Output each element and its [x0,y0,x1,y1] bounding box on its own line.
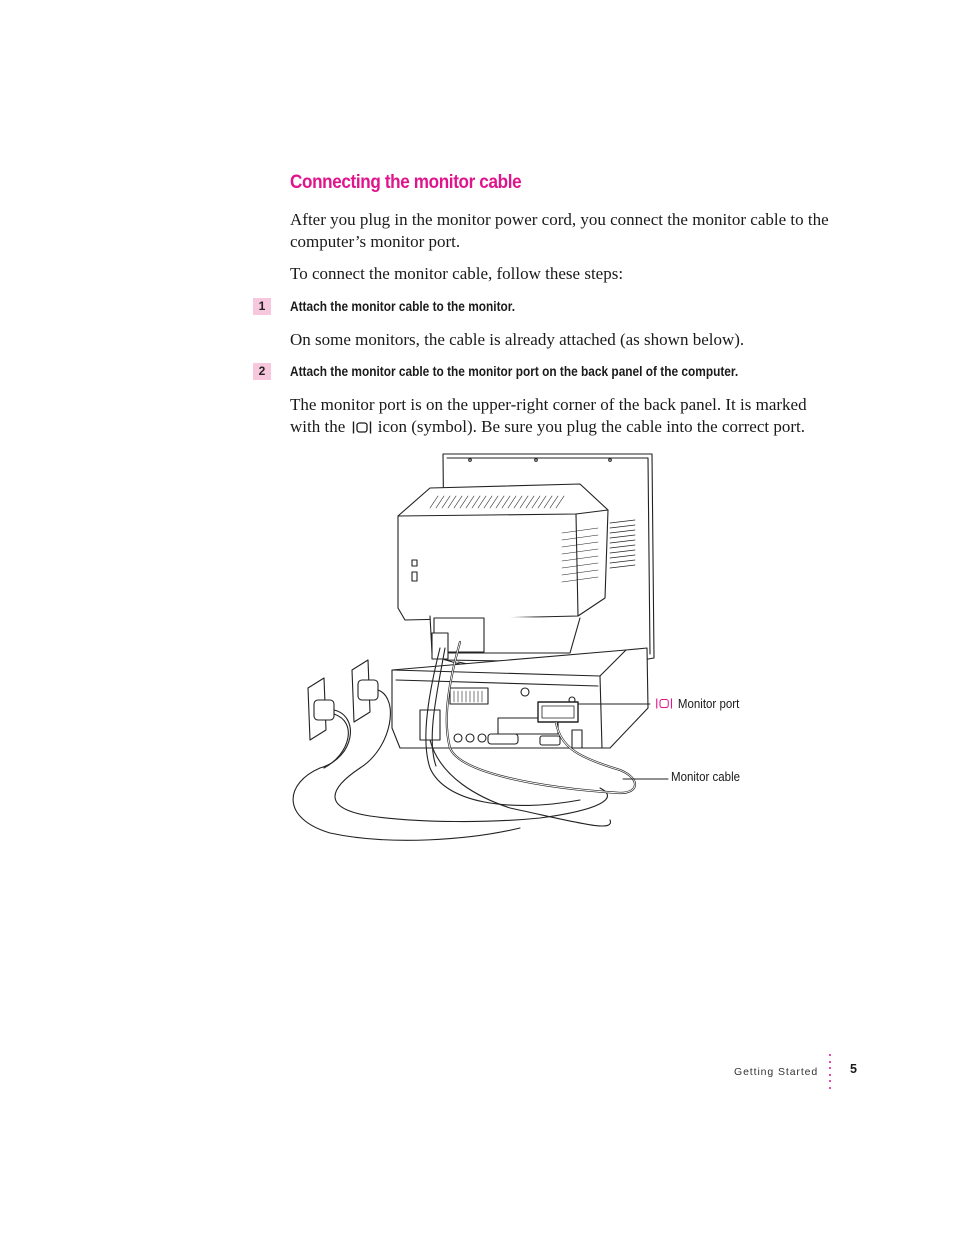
monitor-port-icon [352,421,371,434]
step-2-detail-text-end: icon (symbol). Be sure you plug the cabl… [377,417,805,436]
step-1-instruction: Attach the monitor cable to the monitor. [290,299,516,314]
intro-paragraph: After you plug in the monitor power cord… [290,210,829,251]
monitor-cable-callout: Monitor cable [671,770,741,784]
step-2-detail: The monitor port is on the upper-right c… [290,394,835,438]
section-heading: Connecting the monitor cable [290,172,522,193]
monitor-port-icon [656,698,673,709]
monitor-port-callout: Monitor port [654,697,739,711]
footer-section-label: Getting Started [734,1066,819,1078]
step-2-detail-text: The monitor port is on the upper-right c… [290,395,807,436]
monitor-port-label: Monitor port [677,697,740,711]
footer-dot-rule [829,1054,833,1093]
computer-illustration [391,647,649,749]
steps-intro-paragraph: To connect the monitor cable, follow the… [290,264,624,283]
step-2-number: 2 [253,363,271,380]
step-1-detail: On some monitors, the cable is already a… [290,330,745,349]
step-1-number: 1 [253,298,271,315]
wall-outlets-illustration [307,632,449,741]
step-2-instruction: Attach the monitor cable to the monitor … [290,364,739,379]
monitor-cable-illustration [292,453,669,841]
cables-illustration [292,640,637,841]
monitor-illustration [397,453,655,672]
page-number: 5 [850,1062,857,1076]
